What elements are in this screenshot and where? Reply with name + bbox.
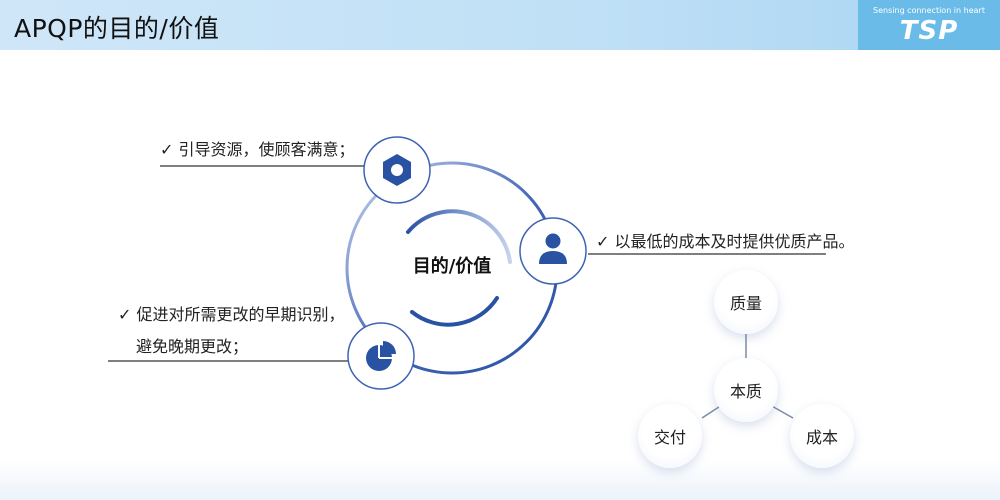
triad-node-left: 交付 bbox=[638, 404, 702, 468]
triad-node-right: 成本 bbox=[790, 404, 854, 468]
check-mark: ✓ bbox=[118, 305, 132, 324]
inner-arc-bottom bbox=[410, 296, 499, 327]
logo: Sensing connection in heart TSP bbox=[858, 0, 1000, 50]
inner-arc-top bbox=[406, 209, 512, 264]
bottom-glow bbox=[0, 460, 1000, 500]
center-label: 目的/价值 bbox=[412, 256, 492, 277]
point-1-text: ✓ 引导资源，使顾客满意； bbox=[160, 140, 355, 159]
check-mark: ✓ bbox=[160, 140, 174, 159]
header-bar: APQP的目的/价值 Sensing connection in heart T… bbox=[0, 0, 1000, 50]
logo-tagline: Sensing connection in heart bbox=[873, 6, 985, 15]
point-3-text-line1: ✓ 促进对所需更改的早期识别， bbox=[118, 305, 345, 324]
page-title: APQP的目的/价值 bbox=[14, 14, 220, 43]
triad-node-center: 本质 bbox=[714, 358, 778, 422]
point-3-text-line2: 避免晚期更改； bbox=[136, 337, 249, 356]
point-2-text: ✓ 以最低的成本及时提供优质产品。 bbox=[596, 232, 855, 251]
pie-chart-icon bbox=[366, 341, 396, 371]
triad-node-top: 质量 bbox=[714, 270, 778, 334]
settings-nut-icon bbox=[383, 154, 411, 186]
check-mark: ✓ bbox=[596, 232, 610, 251]
logo-mark: TSP bbox=[899, 16, 959, 46]
triad-line-right bbox=[769, 404, 794, 419]
user-icon bbox=[539, 233, 567, 264]
